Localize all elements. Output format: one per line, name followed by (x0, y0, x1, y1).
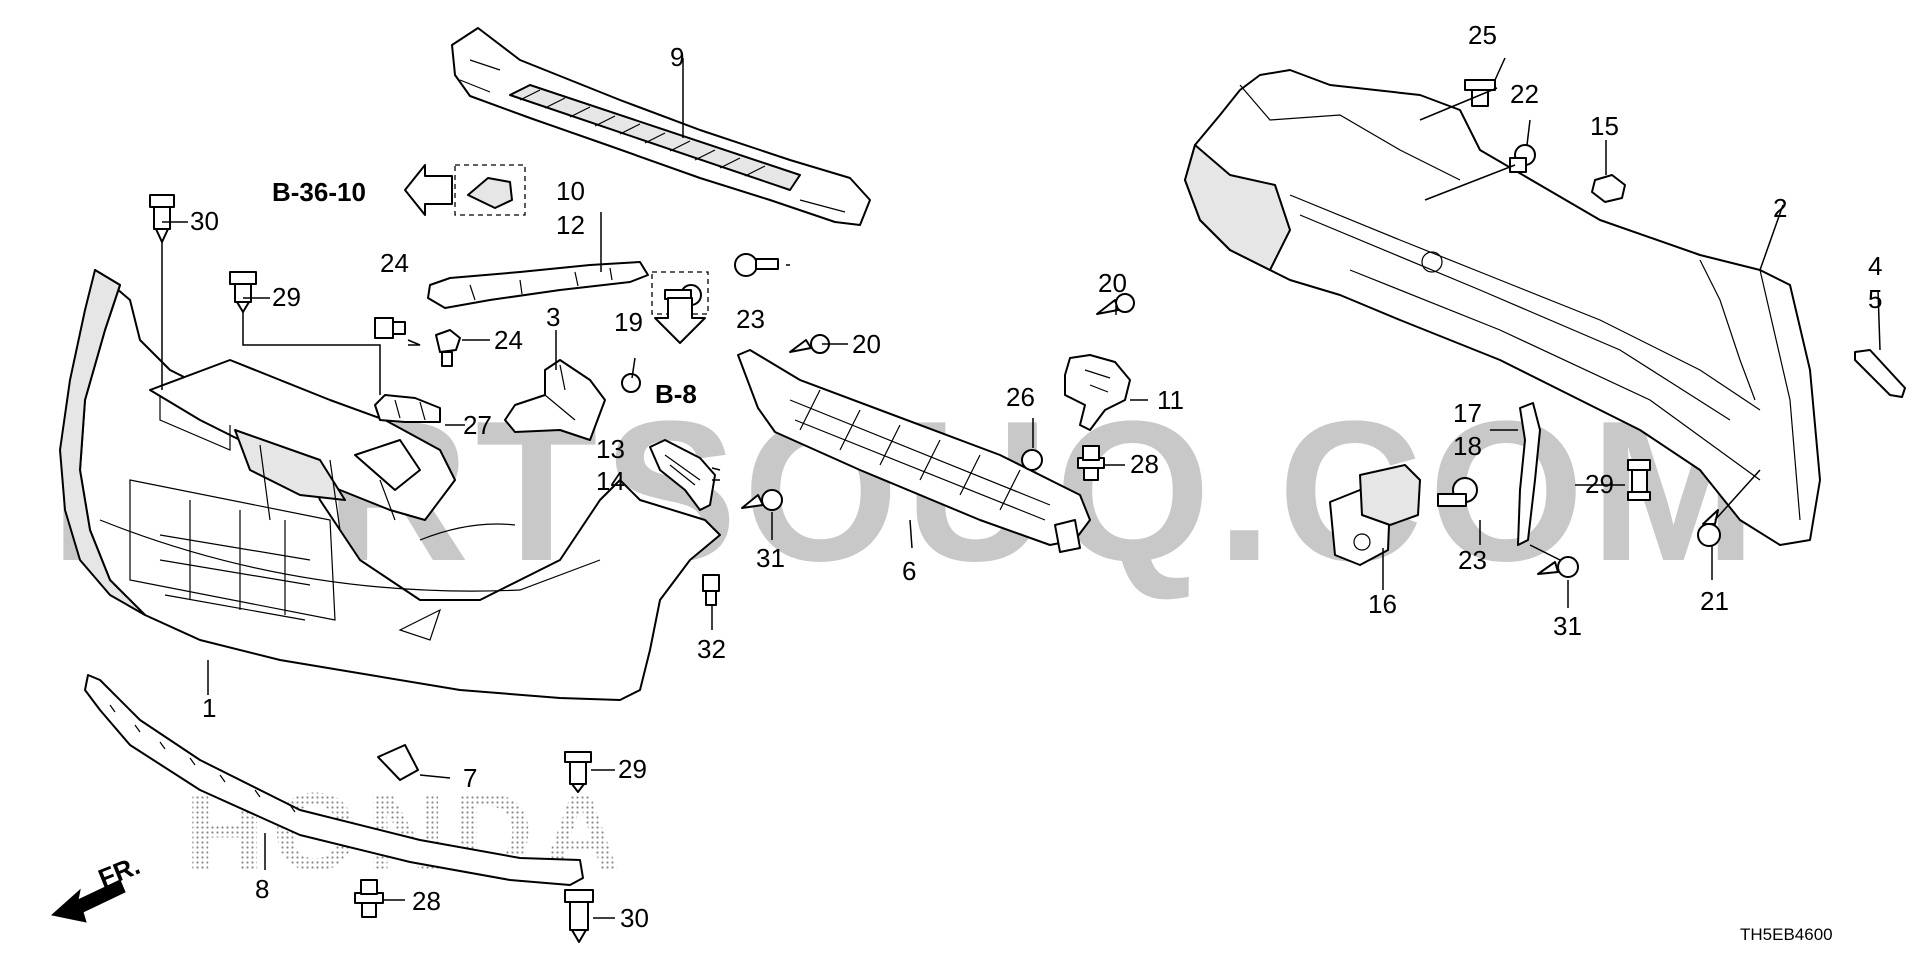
callout-9[interactable]: 9 (670, 42, 684, 72)
bracket-3[interactable] (504, 359, 606, 441)
clip-25[interactable] (1464, 79, 1496, 107)
callout-25[interactable]: 25 (1468, 20, 1497, 50)
clip-22[interactable] (1509, 144, 1536, 173)
upper-grille-frame[interactable] (149, 359, 456, 531)
rear-bumper-face[interactable] (1184, 69, 1821, 546)
callout-4[interactable]: 4 (1868, 251, 1882, 281)
callout-1[interactable]: 1 (202, 693, 216, 723)
callout-2[interactable]: 2 (1773, 193, 1787, 223)
rear-trim-4-5[interactable] (1854, 349, 1906, 398)
clip-19[interactable] (621, 373, 641, 393)
clip-28-bottom[interactable] (354, 879, 384, 918)
callout-24-b[interactable]: 24 (494, 325, 523, 355)
callout-16[interactable]: 16 (1368, 589, 1397, 619)
callout-20-front[interactable]: 20 (852, 329, 881, 359)
callout-20-mid[interactable]: 20 (1098, 268, 1127, 298)
ref-arrow-b8 (654, 297, 706, 344)
callout-7[interactable]: 7 (463, 763, 477, 793)
front-bumper-beam[interactable] (451, 27, 871, 226)
callout-28-bottom[interactable]: 28 (412, 886, 441, 916)
callout-29-top[interactable]: 29 (272, 282, 301, 312)
screw-31-rear[interactable] (1537, 556, 1579, 578)
callout-27[interactable]: 27 (463, 410, 492, 440)
clip-30-top[interactable] (149, 194, 175, 243)
callout-8[interactable]: 8 (255, 874, 269, 904)
part-10-box[interactable] (454, 164, 526, 216)
callout-30-top[interactable]: 30 (190, 206, 219, 236)
bracket-11[interactable] (1064, 354, 1131, 431)
callout-3[interactable]: 3 (546, 302, 560, 332)
diagram-code: TH5EB4600 (1740, 925, 1833, 944)
lower-lip-spoiler[interactable] (84, 674, 584, 886)
callout-21[interactable]: 21 (1700, 586, 1729, 616)
callout-31-front[interactable]: 31 (756, 543, 785, 573)
front-bumper-face[interactable] (59, 269, 721, 701)
bolt-24-a[interactable] (374, 317, 406, 339)
callout-26[interactable]: 26 (1006, 382, 1035, 412)
clip-plate-27[interactable] (374, 394, 441, 423)
screw-20-b[interactable] (1096, 293, 1135, 315)
rear-bracket-16[interactable] (1329, 464, 1421, 566)
lower-grille[interactable] (737, 349, 1091, 553)
washer-26[interactable] (1021, 449, 1043, 471)
bolt-24-b[interactable] (435, 329, 461, 367)
callout-23-rear[interactable]: 23 (1458, 545, 1487, 575)
callout-15[interactable]: 15 (1590, 111, 1619, 141)
callout-13[interactable]: 13 (596, 434, 625, 464)
callout-31-rear[interactable]: 31 (1553, 611, 1582, 641)
callout-5[interactable]: 5 (1868, 284, 1882, 314)
bracket-13-14[interactable] (649, 439, 716, 511)
leader-lines (161, 57, 1881, 919)
ref-label-b8[interactable]: B-8 (655, 379, 697, 409)
callout-28-mid[interactable]: 28 (1130, 449, 1159, 479)
clip-29-bottom[interactable] (564, 751, 592, 793)
ref-arrow-b36 (404, 164, 453, 216)
fasteners (149, 79, 1721, 943)
ref-label-b36-10[interactable]: B-36-10 (272, 177, 366, 207)
callouts: 1 2 3 4 5 6 7 8 9 10 11 12 13 14 15 16 1… (190, 20, 1882, 933)
front-direction-label: FR. (94, 850, 144, 894)
bolt-23-top[interactable] (734, 253, 779, 277)
clip-29-top[interactable] (229, 271, 257, 313)
callout-29-bottom[interactable]: 29 (618, 754, 647, 784)
tow-hook-cap-7[interactable] (377, 744, 419, 781)
bolt-23-rear[interactable] (1437, 477, 1478, 507)
callout-18[interactable]: 18 (1453, 431, 1482, 461)
callout-14[interactable]: 14 (596, 466, 625, 496)
nut-15[interactable] (1591, 174, 1626, 203)
callout-24-a[interactable]: 24 (380, 248, 409, 278)
callout-32[interactable]: 32 (697, 634, 726, 664)
side-bracket-12[interactable] (427, 261, 649, 309)
callout-29-rear[interactable]: 29 (1585, 469, 1614, 499)
clip-29-rear[interactable] (1627, 459, 1651, 501)
front-direction-arrow (50, 879, 126, 923)
callout-10[interactable]: 10 (556, 176, 585, 206)
callout-19[interactable]: 19 (614, 307, 643, 337)
screw-21[interactable] (1697, 509, 1721, 547)
clip-28-mid[interactable] (1077, 445, 1105, 481)
screw-31-front[interactable] (741, 489, 783, 511)
callout-6[interactable]: 6 (902, 556, 916, 586)
callout-17[interactable]: 17 (1453, 398, 1482, 428)
bolt-32[interactable] (702, 574, 720, 606)
callout-22[interactable]: 22 (1510, 79, 1539, 109)
callout-12[interactable]: 12 (556, 210, 585, 240)
callout-11[interactable]: 11 (1157, 385, 1184, 415)
rear-side-strip-17-18[interactable] (1517, 402, 1541, 546)
clip-30-bottom[interactable] (564, 889, 594, 943)
callout-23-front[interactable]: 23 (736, 304, 765, 334)
callout-30-bottom[interactable]: 30 (620, 903, 649, 933)
